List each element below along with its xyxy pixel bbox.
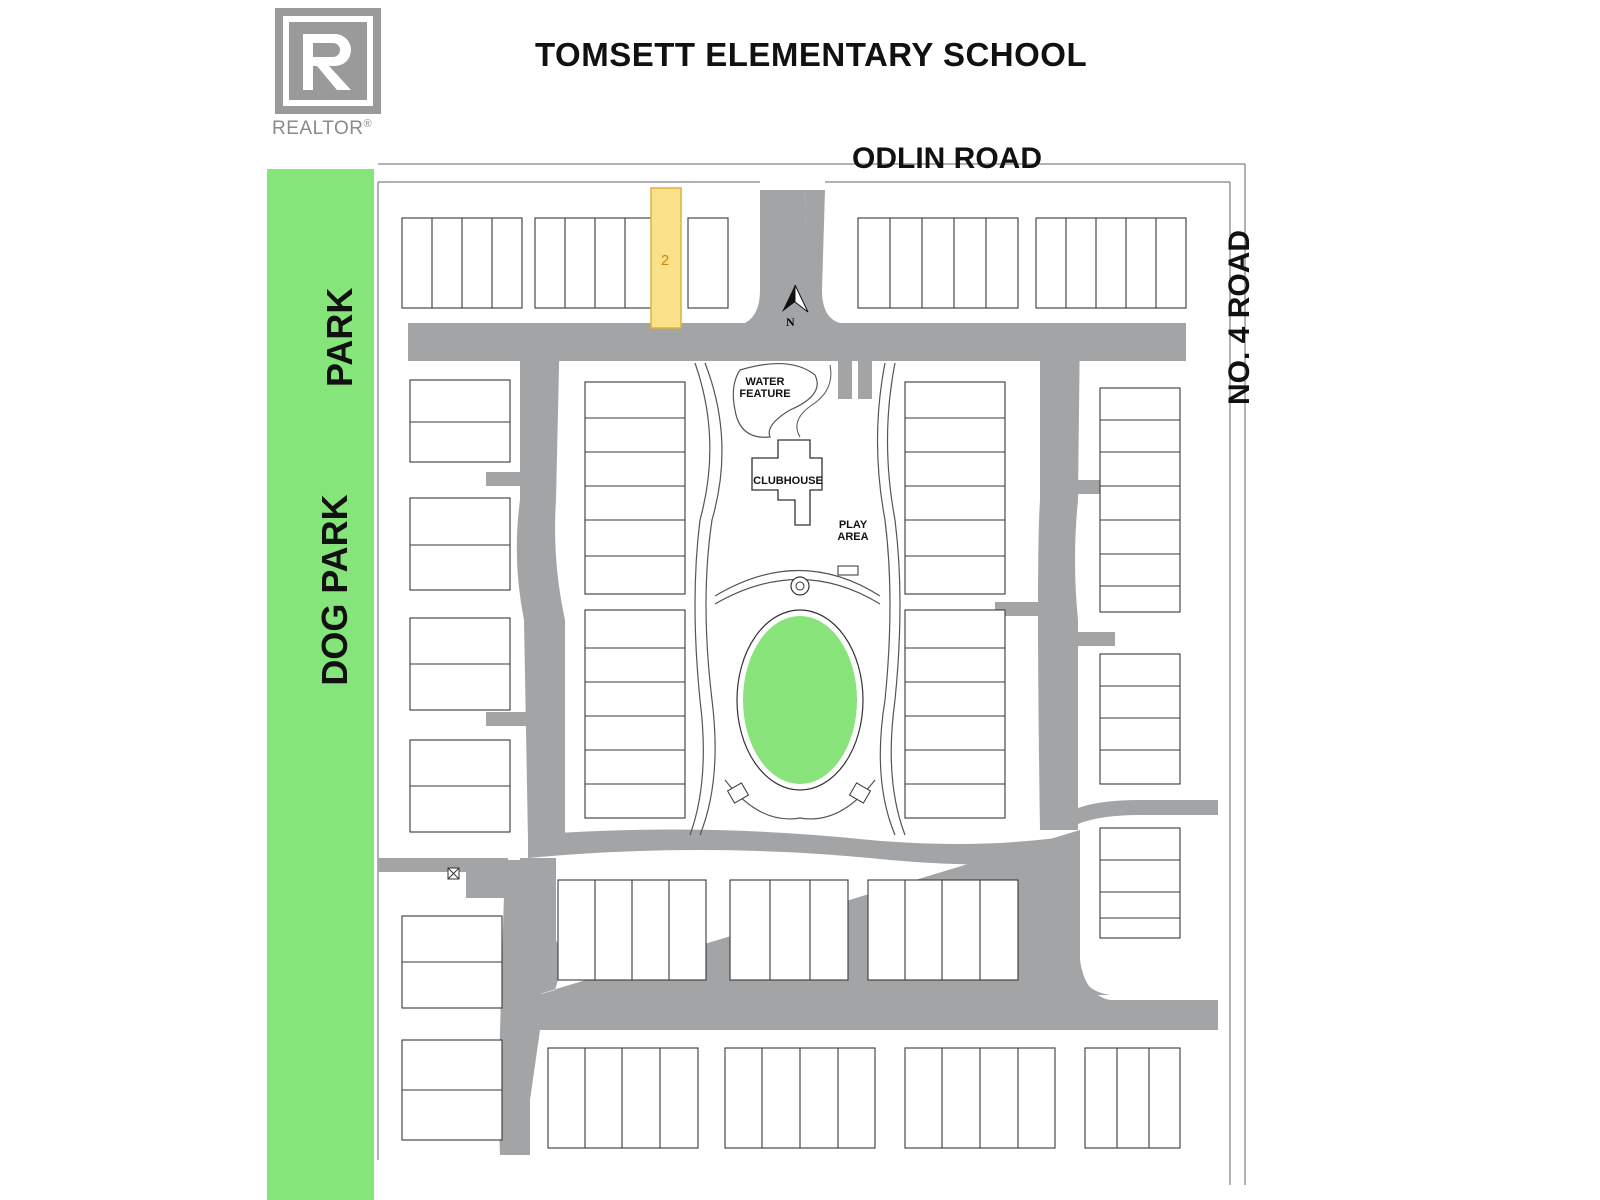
- realtor-logo: [275, 8, 381, 114]
- map-title: TOMSETT ELEMENTARY SCHOOL: [535, 36, 1088, 73]
- highlighted-unit-number: 2: [660, 252, 670, 269]
- townhouse-buildings: [401, 217, 1187, 1149]
- road-label-east: NO. 4 ROAD: [1223, 229, 1256, 405]
- clubhouse-label: CLUBHOUSE: [753, 475, 823, 487]
- water-feature-label: WATER FEATURE: [739, 376, 791, 400]
- dog-park-label: DOG PARK: [314, 494, 355, 686]
- north-arrow-label: N: [786, 315, 795, 329]
- highlighted-unit: [650, 187, 682, 329]
- realtor-logo-text: REALTOR®: [272, 118, 373, 139]
- road-label-north: ODLIN ROAD: [852, 142, 1042, 175]
- park-label: PARK: [319, 287, 360, 387]
- dog-park-area: [267, 169, 374, 1200]
- play-area-label: PLAY AREA: [837, 519, 869, 543]
